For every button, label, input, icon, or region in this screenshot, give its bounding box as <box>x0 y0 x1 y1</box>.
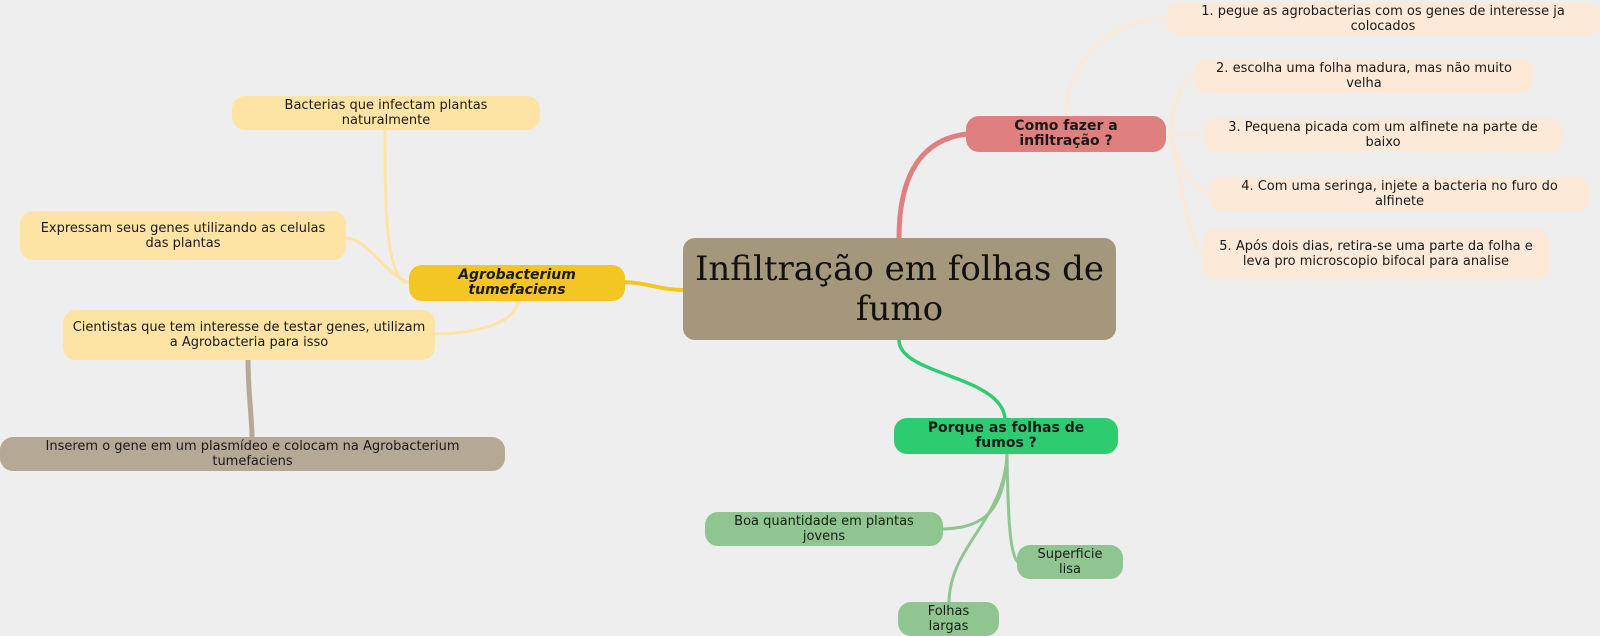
reason-young-plants[interactable]: Boa quantidade em plantas jovens <box>705 512 943 546</box>
link-step-2 <box>1168 74 1196 135</box>
link-fact-1 <box>383 129 406 285</box>
link-detail <box>245 358 255 438</box>
step-4[interactable]: 4. Com uma seringa, injete a bacteria no… <box>1209 177 1590 211</box>
step-3[interactable]: 3. Pequena picada com um alfinete na par… <box>1204 118 1562 152</box>
topic-how-to-infiltrate[interactable]: Como fazer a infiltração ? <box>966 116 1166 152</box>
step-2[interactable]: 2. escolha uma folha madura, mas não mui… <box>1194 59 1534 93</box>
link-reason-3 <box>947 452 1009 603</box>
topic-why-tobacco-leaves[interactable]: Porque as folhas de fumos ? <box>894 418 1118 454</box>
reason-wide-leaves[interactable]: Folhas largas <box>898 602 999 636</box>
link-reason-1 <box>942 452 1009 531</box>
detail-plasmid[interactable]: Inserem o gene em um plasmídeo e colocam… <box>0 437 505 471</box>
link-fact-3 <box>431 298 520 336</box>
link-step-3 <box>1169 132 1206 137</box>
step-1[interactable]: 1. pegue as agrobacterias com os genes d… <box>1166 2 1600 35</box>
link-central-agro <box>624 280 684 292</box>
link-central-why <box>897 339 1007 419</box>
fact-express-genes[interactable]: Expressam seus genes utilizando as celul… <box>20 211 346 260</box>
central-topic[interactable]: Infiltração em folhas de fumo <box>683 238 1116 340</box>
reason-smooth-surface[interactable]: Superficie lisa <box>1017 545 1123 579</box>
link-step-5 <box>1168 133 1205 256</box>
link-fact-2 <box>345 236 411 285</box>
link-central-how <box>896 131 968 239</box>
fact-scientists[interactable]: Cientistas que tem interesse de testar g… <box>63 310 435 360</box>
link-step-1 <box>1064 16 1168 119</box>
step-5[interactable]: 5. Após dois dias, retira-se uma parte d… <box>1202 229 1550 279</box>
topic-agrobacterium[interactable]: Agrobacterium tumefaciens <box>409 265 625 301</box>
link-reason-2 <box>1005 452 1020 564</box>
fact-infect-plants[interactable]: Bacterias que infectam plantas naturalme… <box>232 96 540 130</box>
